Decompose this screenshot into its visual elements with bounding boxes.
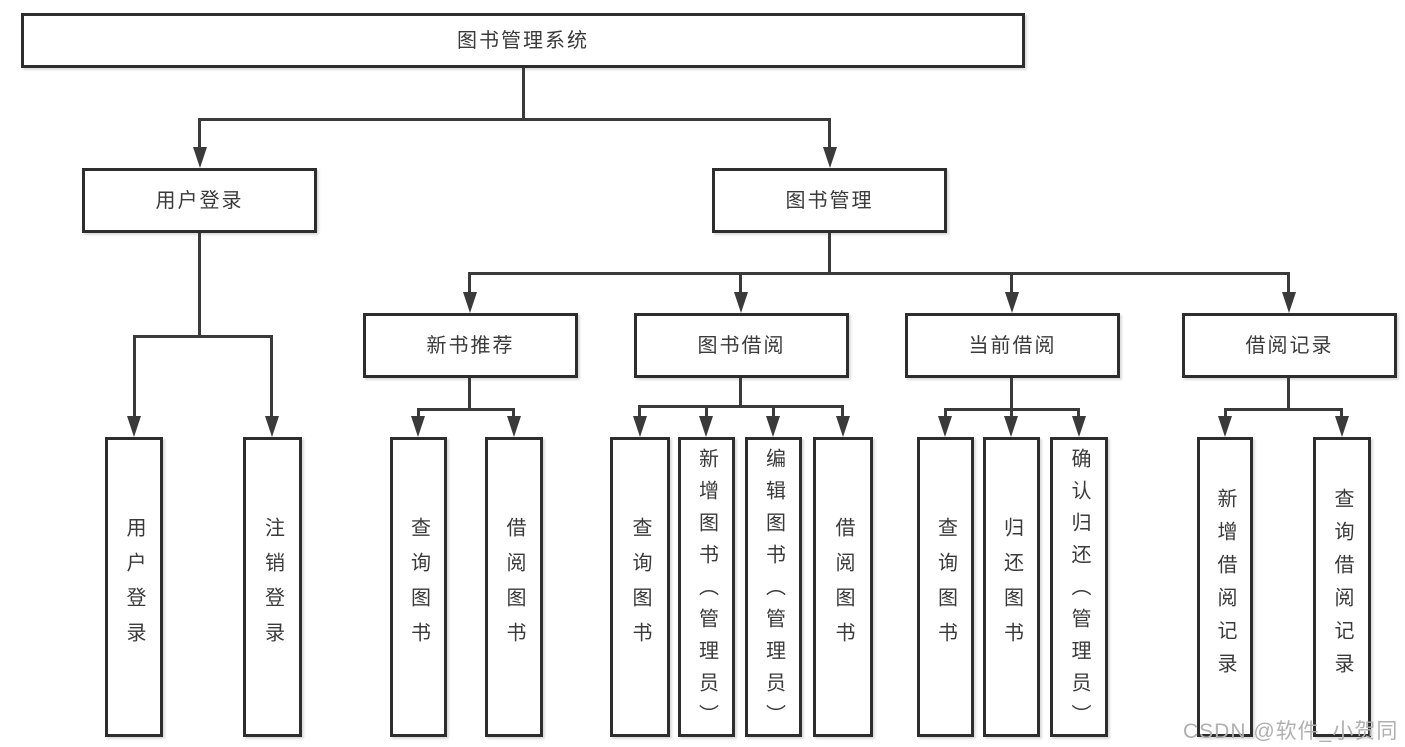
leaf-borrow-books-recommend-label: 借阅图书 <box>503 517 525 657</box>
arrow-down-icon <box>938 416 952 437</box>
arrow-down-icon <box>463 292 477 313</box>
connector-line <box>468 272 471 293</box>
connector-line <box>705 405 708 417</box>
connector-line <box>270 335 273 417</box>
arrow-down-icon <box>734 292 748 313</box>
node-user-login-label: 用户登录 <box>155 189 244 212</box>
node-current-borrowing: 当前借阅 <box>905 313 1120 378</box>
arrow-down-icon <box>699 416 713 437</box>
connector-line <box>522 68 525 118</box>
connector-line <box>470 272 1290 275</box>
connector-line <box>1010 378 1013 408</box>
node-borrowing-records-label: 借阅记录 <box>1245 334 1334 357</box>
node-current-borrowing-label: 当前借阅 <box>968 334 1057 357</box>
connector-line <box>1287 378 1290 408</box>
node-book-management: 图书管理 <box>712 168 947 233</box>
leaf-return-books: 归还图书 <box>983 437 1040 737</box>
leaf-return-books-label: 归还图书 <box>1000 517 1023 657</box>
leaf-logout-label: 注销登录 <box>261 517 284 657</box>
leaf-add-borrow-record: 新增借阅记录 <box>1197 437 1253 737</box>
leaf-query-books-recommend-label: 查询图书 <box>407 517 430 657</box>
connector-line <box>133 335 273 338</box>
leaf-edit-book-admin-label: 编辑图书（管理员） <box>762 448 785 736</box>
leaf-query-books-borrowing-label: 查询图书 <box>629 517 651 657</box>
arrow-down-icon <box>1218 416 1232 437</box>
leaf-query-books-current-label: 查询图书 <box>934 517 957 657</box>
leaf-query-borrow-record-label: 查询借阅记录 <box>1331 488 1353 686</box>
arrow-down-icon <box>633 416 647 437</box>
node-user-login: 用户登录 <box>82 168 317 233</box>
connector-line <box>841 405 844 417</box>
connector-line <box>638 405 844 408</box>
leaf-borrow-books-borrowing-label: 借阅图书 <box>832 517 854 657</box>
leaf-confirm-return-admin: 确认归还（管理员） <box>1050 437 1108 737</box>
arrow-down-icon <box>1282 292 1296 313</box>
connector-line <box>772 405 775 417</box>
csdn-watermark: CSDN @软件_小贺同学 <box>1183 720 1399 743</box>
node-book-borrowing: 图书借阅 <box>634 313 849 378</box>
leaf-query-books-current: 查询图书 <box>917 437 974 737</box>
leaf-add-book-admin-label: 新增图书（管理员） <box>695 448 718 736</box>
connector-line <box>1340 408 1343 418</box>
connector-line <box>512 408 515 418</box>
connector-line <box>739 272 742 293</box>
connector-line <box>417 408 420 418</box>
arrow-down-icon <box>507 416 521 437</box>
arrow-down-icon <box>193 147 207 168</box>
connector-line <box>468 378 471 408</box>
arrow-down-icon <box>411 416 425 437</box>
leaf-query-books-recommend: 查询图书 <box>390 437 447 737</box>
arrow-down-icon <box>1072 416 1086 437</box>
arrow-down-icon <box>265 416 279 437</box>
arrow-down-icon <box>1335 416 1349 437</box>
node-library-management-system-label: 图书管理系统 <box>457 29 589 52</box>
connector-line <box>1287 272 1290 293</box>
node-book-management-label: 图书管理 <box>785 189 874 212</box>
connector-line <box>418 408 514 411</box>
arrow-down-icon <box>823 147 837 168</box>
leaf-user-login-label: 用户登录 <box>123 517 145 657</box>
connector-line <box>1224 408 1227 418</box>
connector-line <box>1224 408 1342 411</box>
node-book-borrowing-label: 图书借阅 <box>697 334 786 357</box>
arrow-down-icon <box>836 416 850 437</box>
arrow-down-icon <box>1005 292 1019 313</box>
connector-line <box>1010 408 1013 418</box>
leaf-logout: 注销登录 <box>243 437 302 737</box>
leaf-add-book-admin: 新增图书（管理员） <box>678 437 735 737</box>
connector-line <box>1010 272 1013 293</box>
connector-line <box>739 378 742 405</box>
connector-line <box>133 335 136 417</box>
leaf-borrow-books-borrowing: 借阅图书 <box>813 437 873 737</box>
leaf-borrow-books-recommend: 借阅图书 <box>485 437 543 737</box>
leaf-add-borrow-record-label: 新增借阅记录 <box>1214 488 1236 686</box>
connector-line <box>638 405 641 417</box>
leaf-query-books-borrowing: 查询图书 <box>610 437 670 737</box>
leaf-edit-book-admin: 编辑图书（管理员） <box>745 437 802 737</box>
arrow-down-icon <box>127 416 141 437</box>
leaf-query-borrow-record: 查询借阅记录 <box>1313 437 1371 737</box>
leaf-user-login: 用户登录 <box>105 437 163 737</box>
node-library-management-system: 图书管理系统 <box>21 13 1025 68</box>
leaf-confirm-return-admin-label: 确认归还（管理员） <box>1068 448 1090 736</box>
node-new-book-recommend: 新书推荐 <box>363 313 578 378</box>
connector-line <box>198 118 201 148</box>
connector-line <box>1077 408 1080 418</box>
node-new-book-recommend-label: 新书推荐 <box>426 334 515 357</box>
node-borrowing-records: 借阅记录 <box>1182 313 1397 378</box>
connector-line <box>944 408 947 418</box>
arrow-down-icon <box>1004 416 1018 437</box>
connector-line <box>198 118 831 121</box>
connector-line <box>828 118 831 148</box>
connector-line <box>828 233 831 272</box>
arrow-down-icon <box>766 416 780 437</box>
connector-line <box>198 233 201 335</box>
